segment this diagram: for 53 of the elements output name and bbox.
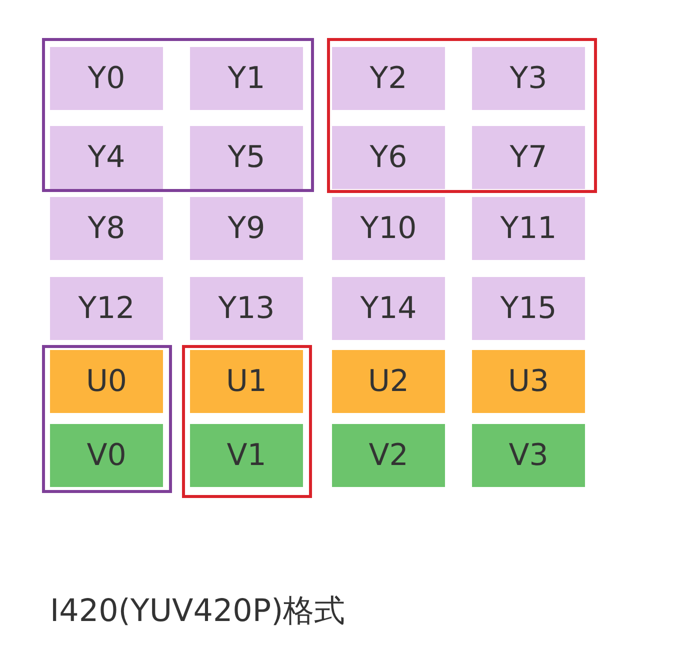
group-outline [42, 345, 172, 493]
sample-cell [332, 126, 445, 189]
sample-cell [50, 197, 163, 260]
sample-cell [472, 47, 585, 110]
sample-cell [190, 277, 303, 340]
sample-cell [190, 197, 303, 260]
sample-cell [190, 47, 303, 110]
sample-cell [50, 350, 163, 413]
sample-label: U2 [368, 364, 410, 399]
sample-label: Y9 [228, 211, 266, 246]
sample-cell [332, 277, 445, 340]
sample-label: Y10 [360, 211, 417, 246]
sample-label: V3 [508, 438, 548, 473]
sample-label: Y7 [510, 140, 548, 175]
sample-label: Y0 [88, 61, 126, 96]
sample-cell [190, 350, 303, 413]
sample-label: U1 [226, 364, 268, 399]
sample-cell [50, 126, 163, 189]
sample-cell [472, 424, 585, 487]
sample-label: Y14 [360, 291, 417, 326]
sample-label: V2 [368, 438, 408, 473]
group-outline [42, 38, 314, 192]
sample-label: Y1 [228, 61, 266, 96]
sample-label: V1 [226, 438, 266, 473]
sample-cell [472, 350, 585, 413]
sample-cell [332, 197, 445, 260]
sample-cell [50, 424, 163, 487]
caption: I420(YUV420P)格式 [50, 592, 346, 631]
sample-label: U3 [508, 364, 550, 399]
sample-label: V0 [86, 438, 126, 473]
sample-cell [472, 126, 585, 189]
sample-cell [50, 277, 163, 340]
sample-cell [190, 126, 303, 189]
sample-cell [332, 47, 445, 110]
sample-label: Y3 [510, 61, 548, 96]
sample-label: Y8 [88, 211, 126, 246]
sample-label: Y12 [78, 291, 135, 326]
sample-label: Y6 [370, 140, 408, 175]
sample-cell [472, 197, 585, 260]
sample-label: Y11 [500, 211, 557, 246]
sample-cell [50, 47, 163, 110]
sample-label: Y15 [500, 291, 557, 326]
sample-label: U0 [86, 364, 128, 399]
sample-cell [332, 350, 445, 413]
group-outline [182, 345, 312, 498]
sample-label: Y5 [228, 140, 266, 175]
group-outline [327, 38, 597, 193]
sample-cell [190, 424, 303, 487]
sample-label: Y13 [218, 291, 275, 326]
sample-label: Y2 [370, 61, 408, 96]
sample-cell [332, 424, 445, 487]
sample-label: Y4 [88, 140, 126, 175]
sample-cell [472, 277, 585, 340]
